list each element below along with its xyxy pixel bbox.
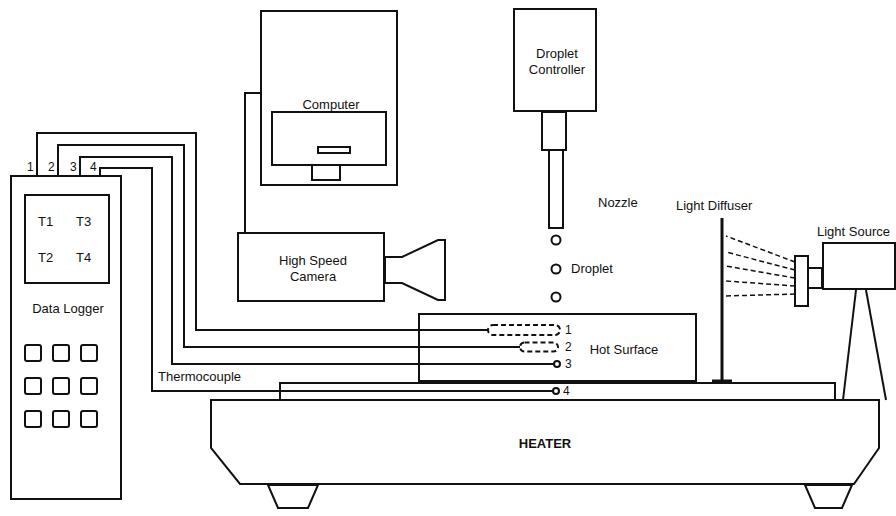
computer-stand	[312, 165, 340, 180]
callout-number: 3	[565, 357, 572, 371]
logger-button	[81, 345, 97, 361]
probe-tip	[553, 388, 559, 394]
droplet	[552, 293, 561, 302]
logger-button	[25, 345, 41, 361]
thermocouple-wire	[37, 133, 418, 330]
node-text: T4	[76, 250, 91, 266]
node-text: T2	[38, 250, 53, 266]
callout-number: 4	[90, 160, 97, 174]
thermocouple-wire	[100, 168, 280, 391]
logger-button	[25, 411, 41, 427]
nozzle-tube	[549, 150, 563, 228]
logger-button	[25, 378, 41, 394]
camera-box: High Speed Camera	[237, 232, 385, 302]
thermocouple-probe	[488, 325, 560, 335]
computer-screen	[272, 112, 386, 165]
camera-cable	[245, 93, 260, 232]
hot-surface-box: Hot Surface	[418, 313, 697, 382]
node-text: Droplet Controller	[519, 46, 595, 77]
light-ray	[726, 281, 795, 286]
heater-outline	[210, 382, 880, 485]
probe-wire	[280, 390, 553, 392]
data-logger-box: Data Logger T1 T3T2 T4	[10, 175, 122, 500]
logger-button	[81, 411, 97, 427]
light-lens	[795, 256, 808, 306]
callout-number: 1	[565, 323, 572, 337]
node-text: Light Source	[817, 224, 890, 240]
droplet	[552, 265, 561, 274]
part-label: Nozzle	[598, 196, 638, 210]
node-text: High Speed Camera	[263, 253, 363, 284]
probe-wire	[418, 329, 488, 331]
logger-button	[81, 378, 97, 394]
tripod-leg	[866, 290, 886, 400]
computer-box: Computer	[260, 10, 398, 186]
light-ray	[726, 236, 795, 262]
callout-number: 2	[565, 340, 572, 354]
controller-box: Droplet Controller	[513, 8, 597, 112]
camera-lens	[385, 240, 445, 300]
callout-number: 1	[27, 160, 34, 174]
heater-body: HEATER	[210, 382, 880, 485]
part-label: Light Diffuser	[676, 199, 752, 213]
heater-foot	[805, 485, 852, 508]
part-label: Thermocouple	[158, 370, 241, 384]
part-label: Droplet	[571, 262, 613, 276]
heater-foot	[268, 485, 318, 508]
thermocouple-wire	[80, 157, 418, 364]
display-box: T1 T3T2 T4	[24, 194, 110, 284]
light-source-box: Light Source	[822, 242, 896, 290]
callout-number: 2	[48, 160, 55, 174]
logger-button	[53, 345, 69, 361]
callout-number: 4	[563, 384, 570, 398]
probe-tip	[554, 361, 560, 367]
heater-plate	[280, 383, 835, 400]
nozzle-holder	[542, 112, 566, 150]
node-text: T1	[38, 214, 53, 230]
node-text: Computer	[302, 97, 359, 113]
droplet	[552, 236, 561, 245]
light-diffuser	[721, 218, 724, 382]
node-text: HEATER	[519, 436, 571, 452]
callout-number: 3	[70, 160, 77, 174]
probe-wire	[418, 363, 554, 365]
light-stub	[808, 268, 822, 288]
probe-wire	[418, 346, 520, 348]
thermocouple-probe	[520, 343, 558, 352]
logger-button	[53, 411, 69, 427]
tripod-leg	[843, 290, 856, 400]
light-ray	[726, 266, 795, 278]
heater-shape	[211, 400, 879, 484]
light-ray	[726, 294, 795, 296]
node-text: Hot Surface	[590, 342, 659, 358]
computer-slot	[318, 147, 350, 153]
node-text: T3	[76, 214, 91, 230]
node-text: Data Logger	[32, 301, 104, 317]
logger-button	[53, 378, 69, 394]
